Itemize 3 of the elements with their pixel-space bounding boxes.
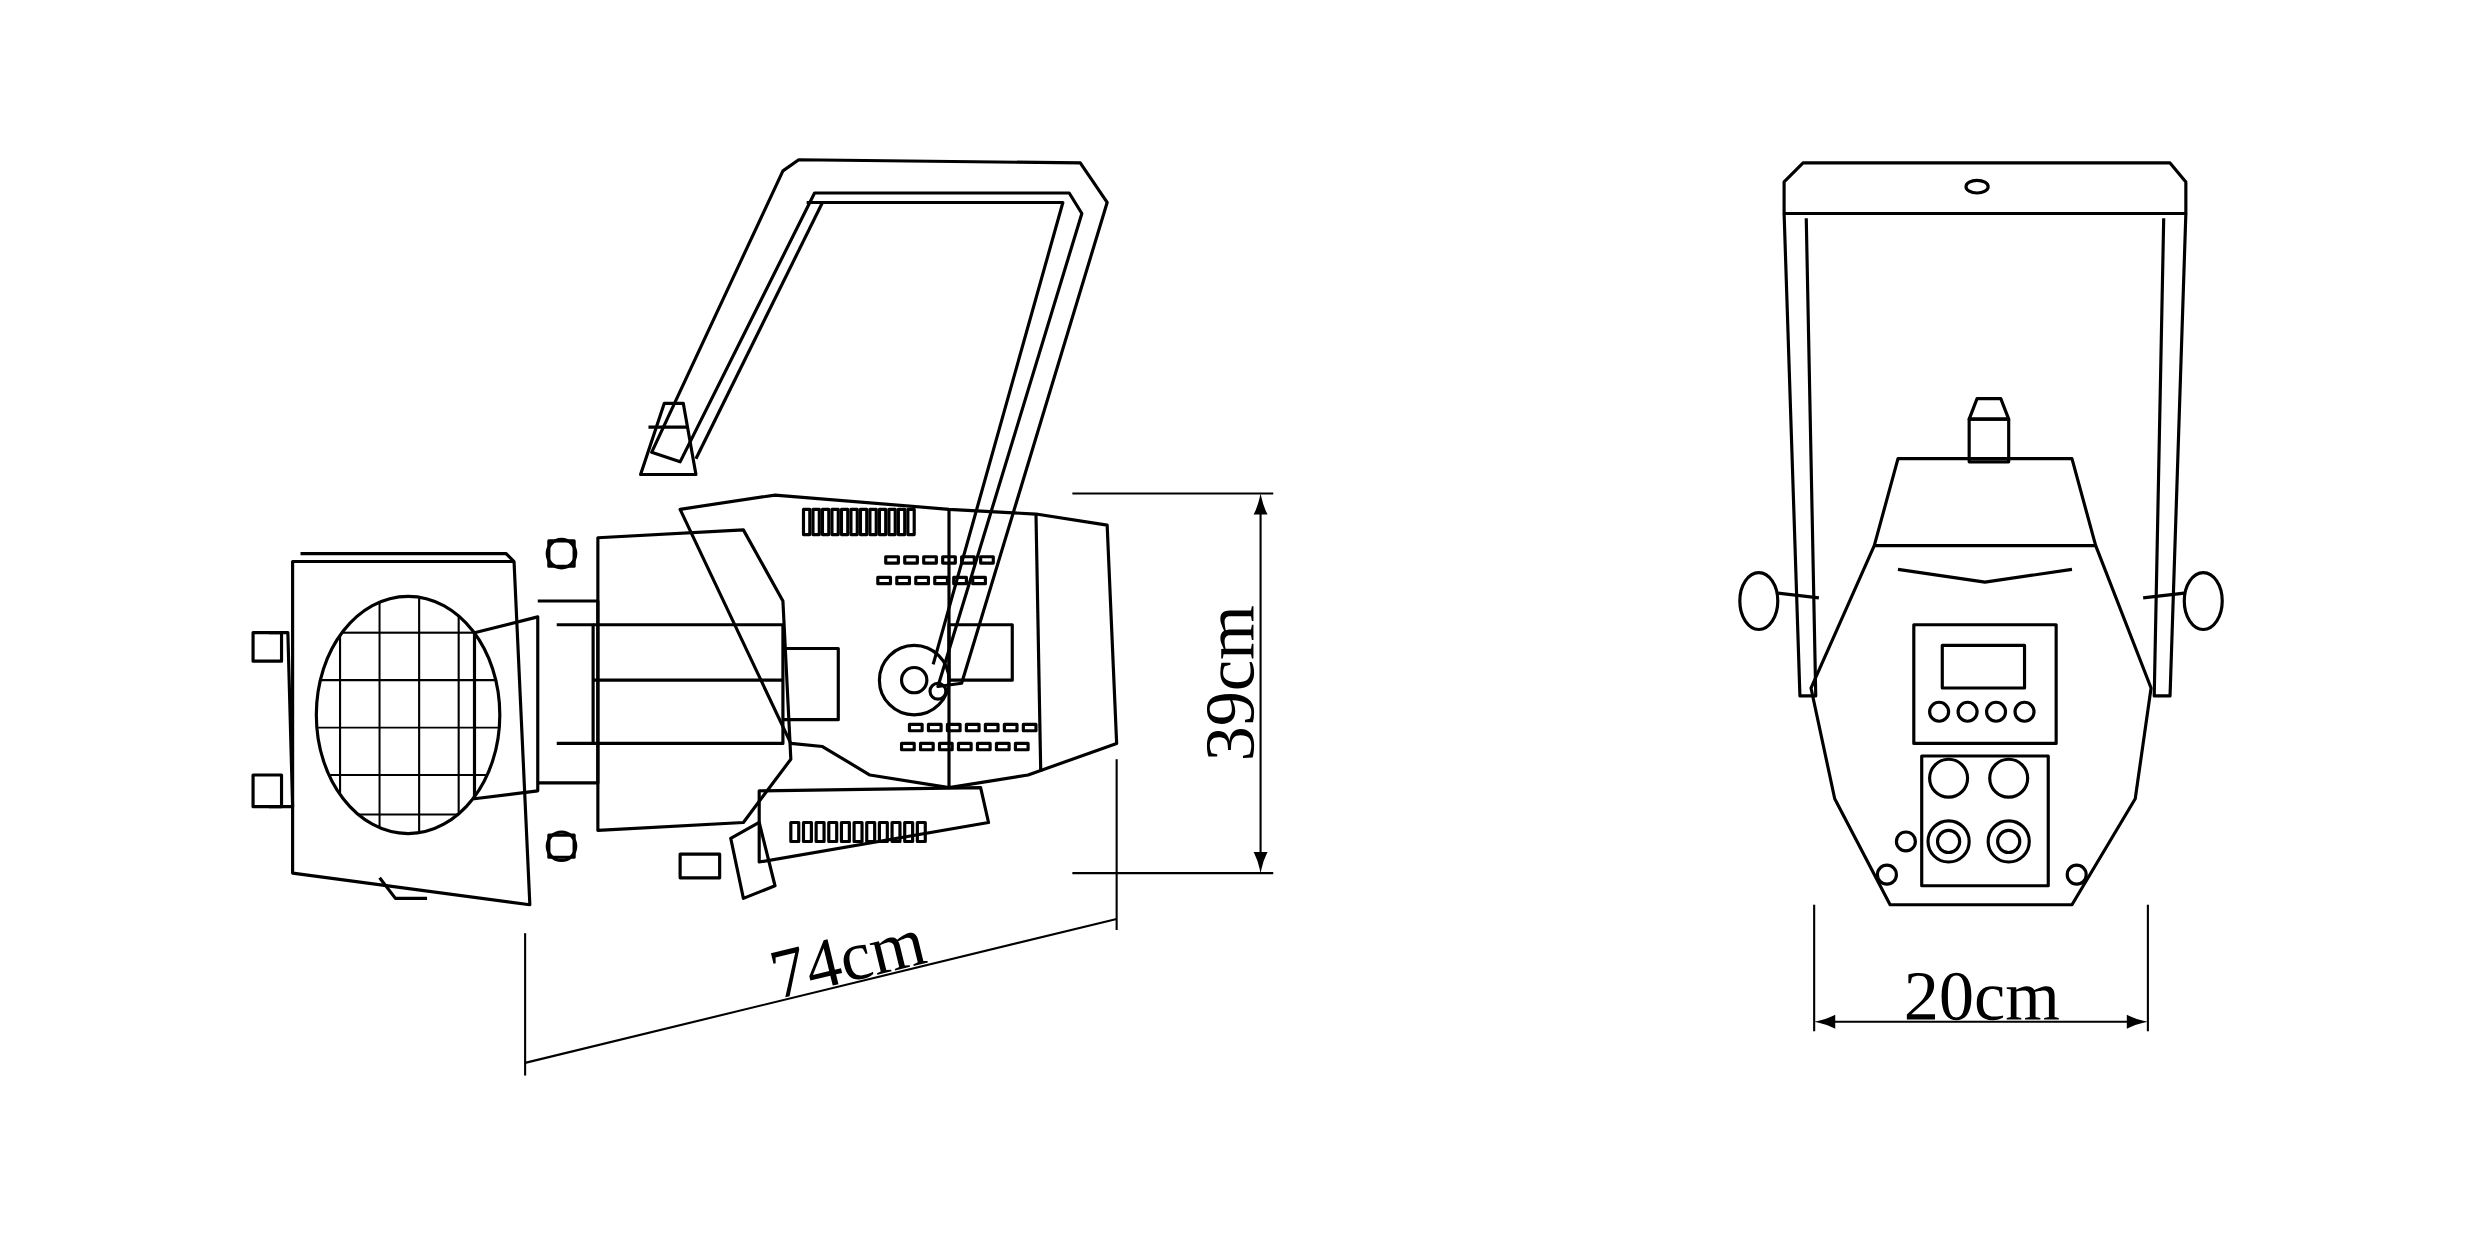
dimension-label: 20cm bbox=[1906, 972, 2059, 1021]
dimension-label: 39cm bbox=[1206, 606, 1255, 758]
dimension-label: 74cm bbox=[770, 932, 928, 998]
